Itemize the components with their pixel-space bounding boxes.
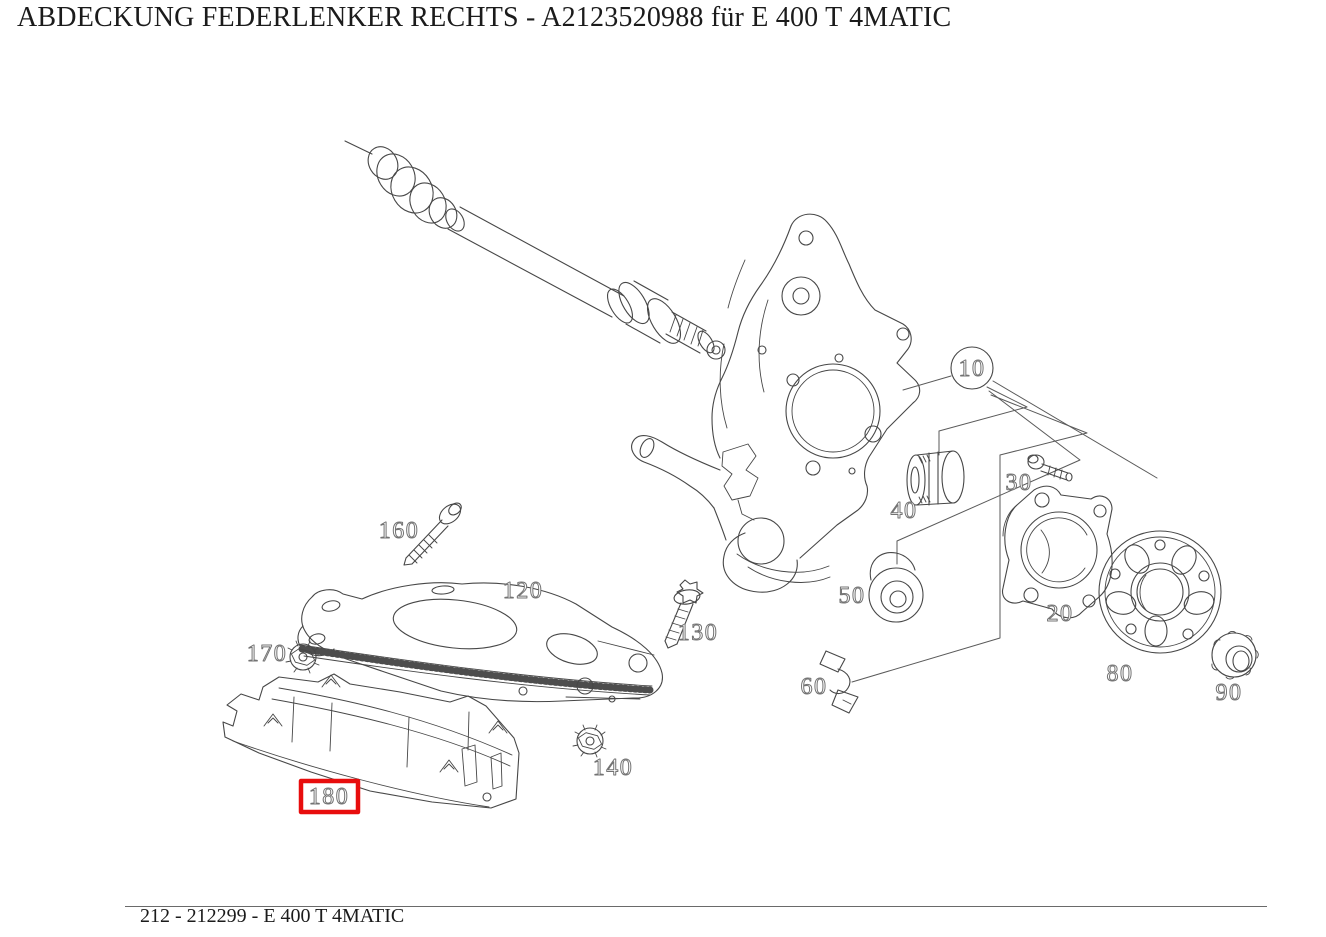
callout-140-label[interactable]: 140 xyxy=(592,755,634,782)
callout-60-label[interactable]: 60 xyxy=(800,674,828,701)
callout-40-label[interactable]: 40 xyxy=(890,498,918,525)
callout-50-label[interactable]: 50 xyxy=(838,583,866,610)
nut-140-drawing xyxy=(572,724,607,758)
callout-170-label[interactable]: 170 xyxy=(246,641,288,668)
drive-shaft-drawing xyxy=(344,140,726,360)
bushing-50-drawing xyxy=(868,552,924,623)
callout-80-label[interactable]: 80 xyxy=(1106,661,1134,688)
callout-120-label[interactable]: 120 xyxy=(502,578,544,605)
bolt-160-drawing xyxy=(403,502,462,566)
cover-drawing xyxy=(222,673,520,809)
wheel-bearing-drawing xyxy=(1001,485,1113,619)
nut-170-drawing xyxy=(285,640,320,674)
footer-catalog-reference: 212 - 212299 - E 400 T 4MATIC xyxy=(140,905,405,927)
axle-nut-drawing xyxy=(1211,631,1259,680)
callout-130-label[interactable]: 130 xyxy=(677,620,719,647)
callout-10-label[interactable]: 10 xyxy=(958,356,986,383)
bushing-40-drawing xyxy=(906,450,965,506)
callout-160-label[interactable]: 160 xyxy=(378,518,420,545)
callout-180-label[interactable]: 180 xyxy=(308,784,350,811)
bolt-130-drawing xyxy=(664,579,704,649)
clip-60-drawing xyxy=(819,650,859,714)
spring-control-arm-drawing xyxy=(297,582,663,703)
wheel-hub-drawing xyxy=(1098,530,1222,654)
wheel-carrier-drawing xyxy=(631,213,921,593)
callout-90-label[interactable]: 90 xyxy=(1215,680,1243,707)
selected-part-highlight-box xyxy=(298,778,361,815)
bolt-30-drawing xyxy=(1027,454,1073,482)
callout-30-label[interactable]: 30 xyxy=(1005,470,1033,497)
callout-10-circle[interactable] xyxy=(950,346,994,390)
page-title: ABDECKUNG FEDERLENKER RECHTS - A21235209… xyxy=(17,2,952,33)
callout-20-label[interactable]: 20 xyxy=(1046,601,1074,628)
callout-leader-lines xyxy=(851,375,1158,683)
footer-rule xyxy=(125,906,1267,907)
